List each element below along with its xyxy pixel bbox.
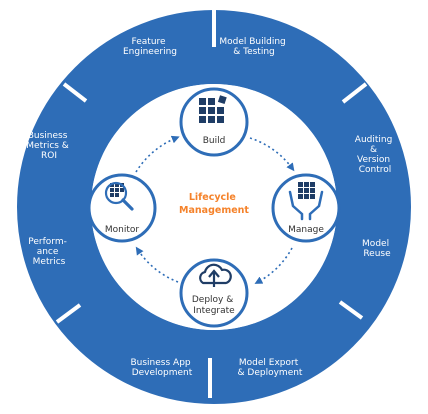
ring-label-auditing: Auditing & Version Control [355,135,395,175]
stage-deploy: Deploy & Integrate [179,258,249,328]
arrow-manage-to-deploy [254,247,293,284]
ring-label-feature-engineering: Feature Engineering [123,37,177,57]
ring-label-model-reuse: Model Reuse [362,239,392,259]
ring-separators [55,9,368,398]
center-title: Lifecycle Management [179,192,249,216]
arrow-monitor-to-build [135,135,180,173]
stage-label-manage: Manage [288,225,324,235]
arrow-build-to-manage [249,137,295,172]
cloud-upload-icon [199,263,232,287]
ring-label-business-app: Business App Development [130,358,193,378]
stage-label-monitor: Monitor [105,225,140,235]
stage-label-build: Build [203,136,226,146]
ring-label-model-export: Model Export & Deployment [238,358,303,378]
stage-monitor: Monitor [87,173,157,243]
ring-label-performance: Perform- ance Metrics [28,237,69,267]
stage-build: Build [179,87,249,157]
stage-manage: Manage [271,173,341,243]
ring-label-model-building: Model Building & Testing [219,37,288,57]
stage-label-deploy: Deploy & Integrate [192,295,236,316]
hands-holding-grid-icon [288,182,324,221]
arrow-deploy-to-monitor [135,246,179,283]
magnifier-grid-icon [104,181,134,211]
ring-label-business-metrics: Business Metrics & ROI [26,131,71,161]
blocks-grid-icon [199,95,227,123]
cycle-arrows [135,135,295,284]
